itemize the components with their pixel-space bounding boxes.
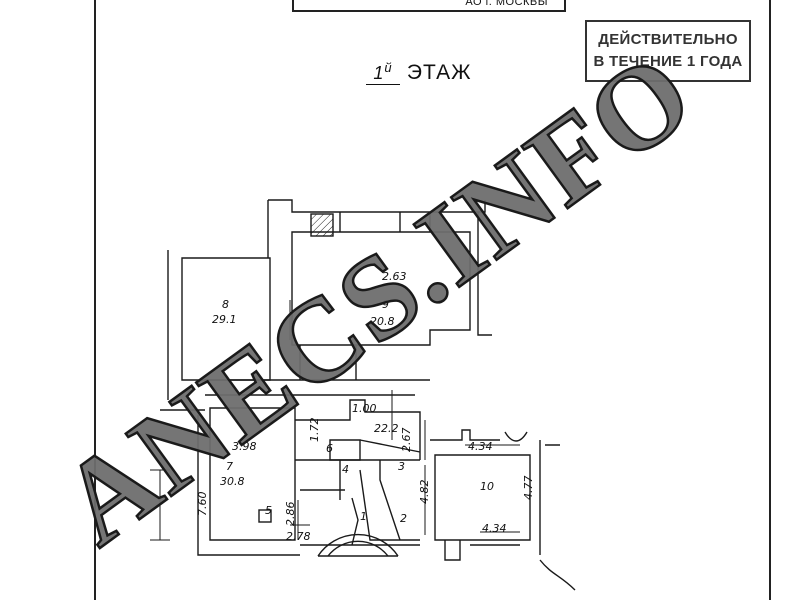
room-4-number: 4 (342, 463, 349, 476)
room-5-number: 5 (265, 504, 272, 517)
room-2-number: 2 (400, 512, 407, 525)
room-9-number: 9 (382, 298, 389, 311)
dimension-1-72: 1.72 (308, 418, 321, 443)
room-8-number: 8 (222, 298, 229, 311)
dimension-4-77: 4.77 (522, 476, 535, 501)
floor-number-suffix: й (384, 60, 393, 75)
validity-stamp-line-2: В ТЕЧЕНИЕ 1 ГОДА (593, 53, 743, 70)
dimension-1-00: 1.00 (352, 402, 377, 415)
room-8-area: 29.1 (212, 313, 237, 326)
room-9-area: 20.8 (370, 315, 395, 328)
validity-stamp-line-1: ДЕЙСТВИТЕЛЬНО (598, 31, 738, 48)
header-stamp-text: АО г. МОСКВЫ (465, 0, 548, 8)
room-6-number: 6 (326, 442, 333, 455)
room-1-number: 1 (360, 510, 367, 523)
dimension-2-67: 2.67 (400, 428, 413, 453)
frame-left-line (94, 0, 96, 600)
frame-right-line (769, 0, 771, 600)
room-7-number: 7 (226, 460, 233, 473)
dimension-4-34-bottom: 4.34 (482, 522, 507, 535)
dimension-labels: 2.63 1.72 1.00 22.2 2.67 3.98 7.60 2.86 … (196, 270, 535, 543)
dimension-4-34-top: 4.34 (468, 440, 493, 453)
room-3-number: 3 (398, 460, 405, 473)
dimension-22-2: 22.2 (374, 422, 399, 435)
floor-number-value: 1 (373, 63, 385, 83)
dimension-2-63: 2.63 (382, 270, 407, 283)
floor-number: 1й (366, 60, 400, 85)
dimension-2-86: 2.86 (284, 502, 297, 527)
floor-title: 1й ЭТАЖ (366, 60, 471, 85)
dimension-7-60: 7.60 (196, 492, 209, 517)
validity-stamp: ДЕЙСТВИТЕЛЬНО В ТЕЧЕНИЕ 1 ГОДА (585, 20, 751, 82)
floor-plan-walls (150, 199, 576, 591)
room-labels: 8 29.1 9 20.8 7 30.8 6 5 4 3 2 1 10 (212, 298, 494, 525)
room-7-area: 30.8 (220, 475, 245, 488)
dimension-3-98: 3.98 (232, 440, 257, 453)
room-10-number: 10 (480, 480, 494, 493)
dimension-4-82: 4.82 (418, 480, 431, 505)
header-stamp: АО г. МОСКВЫ (292, 0, 566, 12)
floor-label: ЭТАЖ (406, 61, 472, 84)
dimension-2-78: 2.78 (286, 530, 311, 543)
